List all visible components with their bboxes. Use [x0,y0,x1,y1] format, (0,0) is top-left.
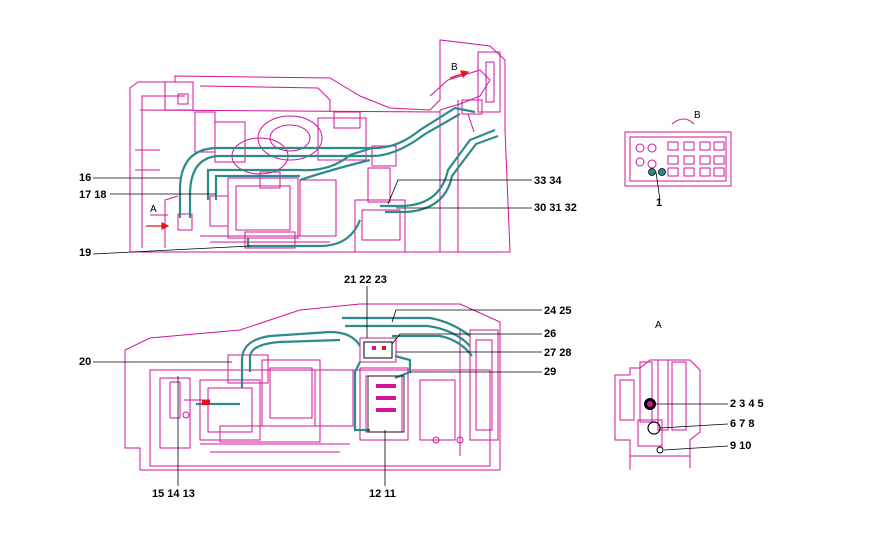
callout-9-10: 9 10 [730,440,752,452]
top-view-frame [129,39,511,253]
callout-21-22-23: 21 22 23 [344,274,387,286]
callout-6-7-8: 6 7 8 [730,418,755,430]
callout-17-18: 17 18 [79,189,107,201]
callout-26: 26 [544,328,557,340]
callout-27-28: 27 28 [544,347,572,359]
callout-2-3-4-5: 2 3 4 5 [730,398,764,410]
callout-20: 20 [79,356,92,368]
callout-24-25: 24 25 [544,305,572,317]
callout-16: 16 [79,172,92,184]
view-arrow-a-label: A [150,204,157,215]
callout-29: 29 [544,366,557,378]
callout-33-34: 33 34 [534,175,562,187]
view-b-detail [624,118,732,187]
callout-12-11: 12 11 [369,488,396,500]
view-arrow-b-label: B [451,62,458,73]
callout-15-14-13: 15 14 13 [152,488,195,500]
view-b-ports [648,168,666,176]
callout-19: 19 [79,247,92,259]
view-a-detail [614,359,701,470]
view-arrows [146,70,470,230]
callout-30-31-32: 30 31 32 [534,202,577,214]
top-view-hoses [178,106,499,248]
bottom-view-hoses [196,316,473,432]
detail-a-title: A [655,320,662,331]
callout-1: 1 [656,197,663,209]
view-a-components [644,398,664,454]
leader-lines [92,171,729,486]
detail-b-title: B [694,110,701,121]
bottom-view-valves [202,341,405,433]
